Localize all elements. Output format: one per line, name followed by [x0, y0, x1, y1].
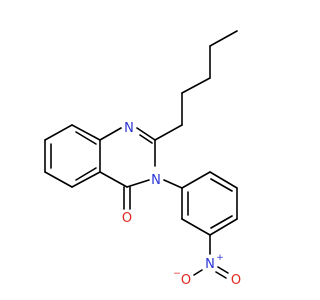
bond: [209, 171, 238, 189]
bond: [44, 124, 73, 141]
atom-label-carbonyl-o: O: [122, 211, 132, 226]
bond: [209, 218, 238, 236]
bond: [75, 131, 97, 145]
atom-label-nitro-o-minus: O: [181, 273, 191, 288]
bond: [210, 215, 233, 229]
bond: [181, 218, 211, 236]
bond: [193, 269, 203, 276]
bond: [136, 127, 156, 141]
bond: [99, 127, 122, 141]
bonds: [44, 30, 238, 279]
bond: [181, 77, 211, 94]
atom-label-nitro-n: N: [205, 257, 215, 272]
bond: [163, 179, 183, 189]
bond: [209, 30, 238, 47]
nitro-n-charge: +: [216, 253, 224, 263]
bond: [99, 171, 128, 188]
bond: [139, 134, 153, 144]
bond: [181, 171, 211, 189]
bond: [210, 178, 233, 192]
structure-diagram: N N O N + O − O: [44, 30, 241, 288]
bond: [44, 171, 73, 188]
molecule-canvas: N N O N + O − O: [44, 30, 241, 288]
atom-label-n1: N: [124, 121, 134, 136]
bond: [154, 124, 183, 141]
atom-label-n3: N: [151, 173, 161, 188]
nitro-o-charge: −: [173, 269, 181, 279]
bond: [215, 271, 227, 279]
bond: [75, 167, 97, 181]
bond: [71, 124, 101, 141]
atom-label-nitro-o: O: [231, 273, 241, 288]
bond: [71, 171, 101, 188]
bond: [126, 179, 150, 188]
bond: [217, 266, 229, 274]
